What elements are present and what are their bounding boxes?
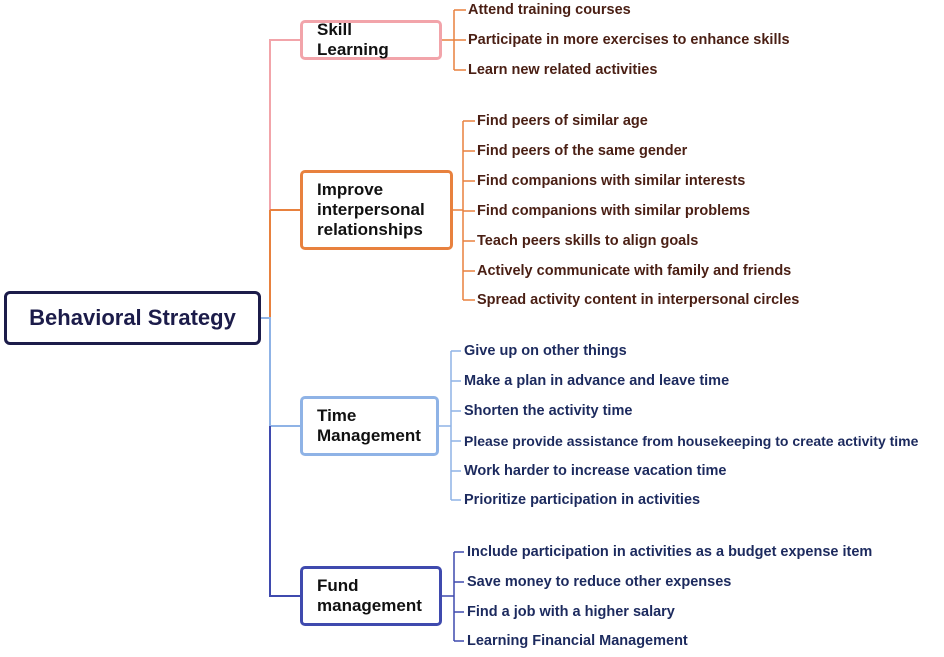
connector-leaves-time [439,350,461,501]
root-label: Behavioral Strategy [29,305,236,330]
leaf-skill-2: Participate in more exercises to enhance… [468,32,790,48]
leaf-time-2: Make a plan in advance and leave time [464,373,730,389]
branch-skill-learning: Skill Learning [300,20,442,60]
branch-label: Skill Learning [317,20,389,59]
branch-fund-management: Fund management [300,566,442,626]
leaf-interpersonal-1: Find peers of similar age [477,113,648,129]
connector-trunk-skill [261,39,300,319]
leaf-interpersonal-4: Find companions with similar problems [477,203,751,219]
leaf-skill-1: Attend training courses [468,2,631,18]
leaf-time-5: Work harder to increase vacation time [464,463,727,479]
branch-interpersonal: Improve interpersonal relationships [300,170,453,250]
leaf-fund-1: Include participation in activities as a… [467,544,873,560]
connector-leaves-skill [442,9,466,71]
connector-trunk-interpersonal [269,209,300,318]
leaf-time-4: Please provide assistance from housekeep… [464,433,919,449]
leaf-fund-2: Save money to reduce other expenses [467,574,732,590]
leaf-time-6: Prioritize participation in activities [464,492,701,508]
branch-label: Improve interpersonal relationships [317,180,425,239]
connector-leaves-interpersonal [453,120,475,301]
connector-trunk-time [261,317,300,427]
leaf-interpersonal-7: Spread activity content in interpersonal… [477,292,800,308]
leaf-time-1: Give up on other things [464,343,627,359]
leaf-skill-3: Learn new related activities [468,62,658,78]
leaf-interpersonal-5: Teach peers skills to align goals [477,233,699,249]
leaf-interpersonal-3: Find companions with similar interests [477,173,746,189]
branch-time-management: Time Management [300,396,439,456]
leaf-time-3: Shorten the activity time [464,403,633,419]
branch-label: Fund management [317,576,422,615]
leaf-fund-4: Learning Financial Management [467,633,688,649]
connector-leaves-fund [442,551,464,642]
connector-trunk-fund [269,426,300,597]
leaf-fund-3: Find a job with a higher salary [467,604,675,620]
branch-label: Time Management [317,406,421,445]
root-node: Behavioral Strategy [4,291,261,345]
leaf-interpersonal-6: Actively communicate with family and fri… [477,263,792,279]
leaf-interpersonal-2: Find peers of the same gender [477,143,688,159]
